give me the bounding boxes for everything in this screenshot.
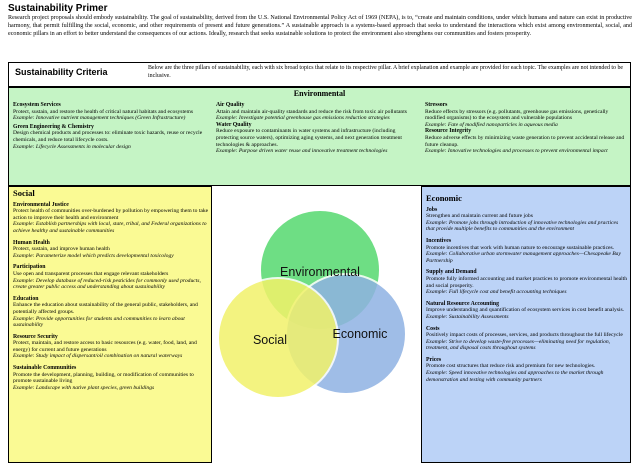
topic-example: Example: Establish partnerships with loc… bbox=[13, 221, 207, 234]
topic-title: Incentives bbox=[426, 237, 452, 244]
social-heading: Social bbox=[13, 188, 35, 198]
venn-label-economic: Economic bbox=[333, 327, 388, 341]
topic-text: Protect, sustain, and restore the health… bbox=[13, 108, 194, 115]
topic-text: Protect, sustain, and improve human heal… bbox=[13, 246, 110, 253]
topic-title: Human Health bbox=[13, 239, 50, 246]
topic-text: Improve understanding and quantification… bbox=[426, 307, 625, 314]
criteria-title: Sustainability Criteria bbox=[15, 67, 108, 77]
topic-text: Promote incentives that work with human … bbox=[426, 244, 615, 251]
topic-example: Example: Provide opportunities for stude… bbox=[13, 315, 185, 329]
environmental-heading: Environmental bbox=[293, 89, 346, 98]
topic-example: Example: Collaborative urban stormwater … bbox=[426, 251, 621, 264]
topic-example: Example: Innovative nutrient management … bbox=[13, 115, 186, 122]
topic-text: Promote cost structures that reduce risk… bbox=[426, 363, 596, 370]
topic-text: Reduce exposure to contaminants in water… bbox=[216, 128, 402, 148]
topic-example: Example: Study impact of dispersant/oil … bbox=[13, 353, 183, 360]
topic-example: Example: Purpose driven water reuse and … bbox=[216, 148, 388, 155]
topic-title: Participation bbox=[13, 264, 46, 271]
topic-example: Example: Strive to develop waste-free pr… bbox=[426, 338, 611, 352]
topic-title: Green Engineering & Chemistry bbox=[13, 123, 94, 130]
topic-title: Supply and Demand bbox=[426, 269, 477, 276]
topic-example: Example: Fate of modified nanoparticles … bbox=[425, 121, 558, 128]
topic-text: Promote fully informed accounting and ma… bbox=[426, 275, 628, 289]
list-item: Participation Use open and transparent p… bbox=[13, 264, 209, 290]
topic-example: Example: Speed innovative technologies a… bbox=[426, 370, 604, 383]
topic-example: Example: Full lifecycle cost and benefit… bbox=[426, 289, 567, 296]
topic-title: Costs bbox=[426, 325, 440, 332]
list-item: Human Health Protect, sustain, and impro… bbox=[13, 240, 209, 260]
topic-title: Education bbox=[13, 295, 39, 302]
list-item: Incentives Promote incentives that work … bbox=[426, 238, 628, 264]
social-column: Social Environmental Justice Protect hea… bbox=[13, 188, 209, 391]
topic-text: Design chemical products and processes t… bbox=[13, 130, 203, 143]
social-section: Social Environmental Justice Protect hea… bbox=[8, 186, 212, 463]
topic-text: Positively impact costs of processes, se… bbox=[426, 332, 623, 339]
topic-title: Sustainable Communities bbox=[13, 365, 77, 372]
list-item: Education Enhance the education about su… bbox=[13, 296, 209, 329]
topic-title: Resource Security bbox=[13, 333, 58, 340]
list-item: Costs Positively impact costs of process… bbox=[426, 326, 628, 352]
list-item: Prices Promote cost structures that redu… bbox=[426, 357, 628, 383]
topic-text: Protect health of communities over-burde… bbox=[13, 208, 209, 221]
list-item: Natural Resource Accounting Improve unde… bbox=[426, 301, 628, 321]
topic-example: Example: Innovative technologies and pro… bbox=[425, 148, 608, 155]
topic-example: Example: Sustainability Assessments bbox=[426, 313, 509, 320]
list-item: Jobs Strengthen and maintain current and… bbox=[426, 207, 628, 233]
venn-label-environmental: Environmental bbox=[280, 265, 360, 279]
environmental-section: Environmental Ecosystem Services Protect… bbox=[8, 87, 631, 186]
topic-title: Environmental Justice bbox=[13, 201, 69, 208]
criteria-text: Below are the three pillars of sustainab… bbox=[148, 65, 624, 79]
topic-example: Example: Develop database of reduced-ris… bbox=[13, 277, 201, 291]
topic-text: Use open and transparent processes that … bbox=[13, 270, 169, 277]
topic-text: Protect, maintain, and restore access to… bbox=[13, 340, 197, 353]
topic-title: Ecosystem Services bbox=[13, 102, 61, 108]
topic-title: Jobs bbox=[426, 206, 438, 213]
topic-text: Promote the development, planning, build… bbox=[13, 371, 194, 385]
topic-title: Air Quality bbox=[216, 102, 245, 108]
topic-example: Example: Landscape with native plant spe… bbox=[13, 384, 155, 391]
list-item: Resource Security Protect, maintain, and… bbox=[13, 334, 209, 360]
list-item: Environmental Justice Protect health of … bbox=[13, 202, 209, 235]
topic-title: Water Quality bbox=[216, 121, 252, 128]
economic-heading: Economic bbox=[426, 193, 462, 203]
page-title: Sustainability Primer bbox=[8, 3, 108, 14]
topic-example: Example: Parameterize model which predic… bbox=[13, 252, 174, 259]
topic-text: Strengthen and maintain current and futu… bbox=[426, 213, 533, 220]
venn-label-social: Social bbox=[253, 333, 287, 347]
economic-section: Economic Jobs Strengthen and maintain cu… bbox=[421, 186, 631, 463]
topic-title: Prices bbox=[426, 356, 442, 363]
topic-example: Example: Investigate potential greenhous… bbox=[216, 115, 390, 122]
venn-diagram: Environmental Social Economic bbox=[212, 186, 421, 463]
topic-text: Reduce effects by stressors (e.g. pollut… bbox=[425, 108, 609, 122]
intro-paragraph: Research project proposals should embody… bbox=[8, 15, 632, 37]
topic-title: Natural Resource Accounting bbox=[426, 300, 499, 307]
social-circle bbox=[217, 277, 339, 399]
list-item: Sustainable Communities Promote the deve… bbox=[13, 365, 209, 391]
topic-text: Attain and maintain air-quality standard… bbox=[216, 108, 407, 115]
topic-text: Enhance the education about sustainabili… bbox=[13, 302, 198, 315]
topic-example: Example: Promote jobs through introducti… bbox=[426, 219, 619, 233]
topic-title: Stressors bbox=[425, 102, 448, 108]
topic-title: Resource Integrity bbox=[425, 128, 472, 135]
criteria-box: Sustainability Criteria Below are the th… bbox=[8, 62, 631, 87]
environmental-column-3: Stressors Reduce effects by stressors (e… bbox=[425, 102, 625, 155]
venn-svg: Environmental Social Economic bbox=[217, 209, 407, 399]
list-item: Supply and Demand Promote fully informed… bbox=[426, 269, 628, 295]
environmental-column-2: Air Quality Attain and maintain air-qual… bbox=[216, 102, 416, 155]
topic-text: Reduce adverse effects by minimizing was… bbox=[425, 134, 625, 148]
environmental-column-1: Ecosystem Services Protect, sustain, and… bbox=[13, 102, 211, 150]
topic-example: Example: Lifecycle Assessments in molecu… bbox=[13, 143, 131, 150]
economic-column: Economic Jobs Strengthen and maintain cu… bbox=[426, 193, 628, 383]
